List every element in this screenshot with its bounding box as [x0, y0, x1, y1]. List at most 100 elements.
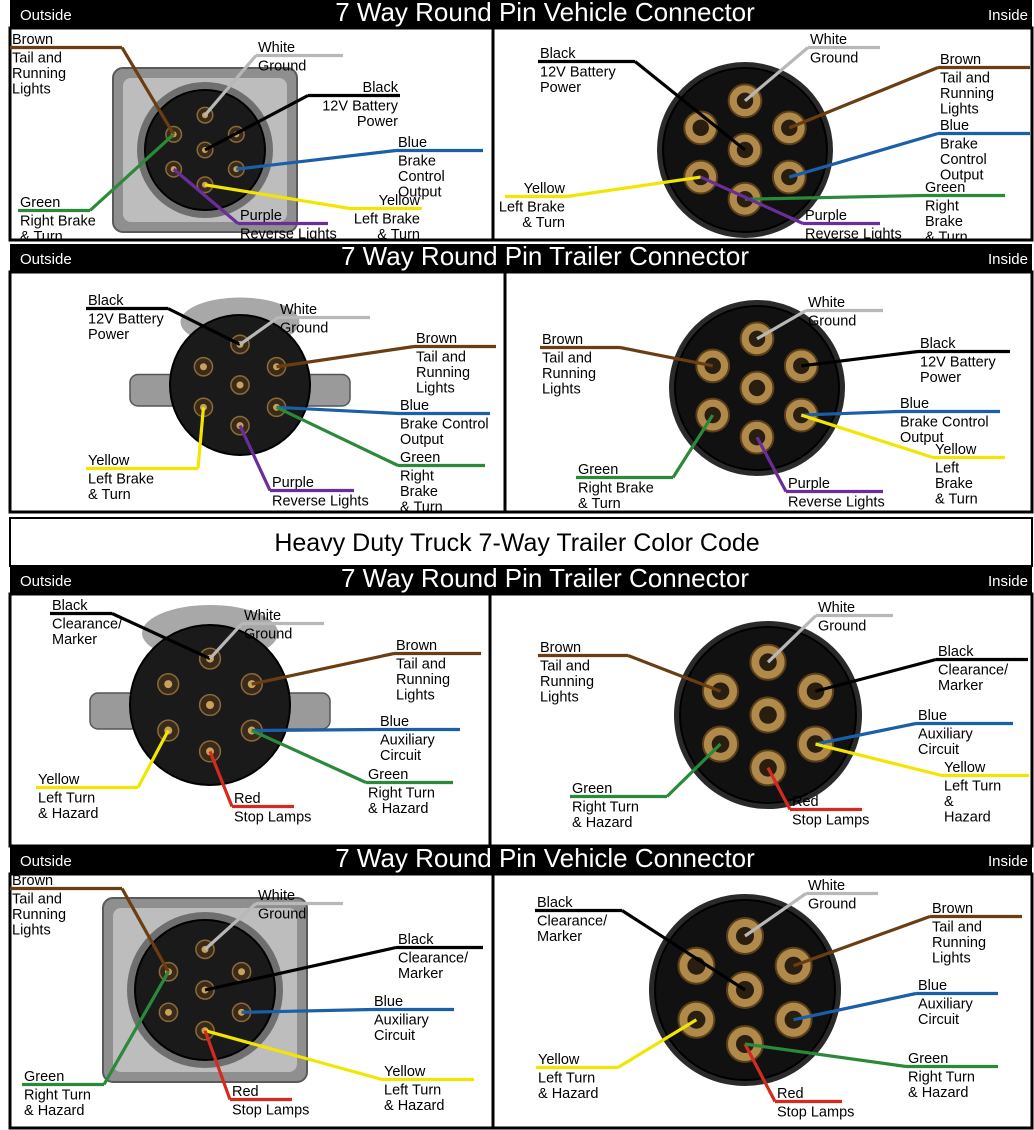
- header-title: 7 Way Round Pin Trailer Connector: [341, 563, 749, 593]
- wire-line: [617, 1018, 698, 1069]
- wire-color-name: Yellow: [935, 442, 977, 458]
- wire-color-name: Black: [540, 46, 576, 62]
- wire-line: [756, 309, 807, 341]
- header-outside-label: Outside: [20, 573, 72, 590]
- wire-function-text: Right Turn: [572, 800, 639, 816]
- wire-function-text: Stop Lamps: [792, 813, 869, 829]
- wire-function-text: Tail and: [932, 920, 982, 936]
- connector-section: Outside 7 Way Round Pin Trailer Connector…: [8, 241, 1034, 516]
- wire-line: [801, 409, 899, 417]
- wire-function-text: Tail and: [396, 657, 446, 673]
- wire-function-text: & Turn: [20, 229, 63, 245]
- wire-function-text: Power: [920, 370, 961, 386]
- wire-line: [167, 307, 241, 346]
- wire-color-name: Blue: [918, 978, 947, 994]
- wire-color-name: Yellow: [524, 181, 566, 197]
- wire-function-text: & Turn: [377, 227, 420, 243]
- wire-function-text: Left Brake: [354, 212, 420, 228]
- wire-function-text: & Turn: [578, 496, 621, 512]
- wire-function-text: 12V Battery: [920, 355, 997, 371]
- wire-color-name: Brown: [12, 32, 53, 48]
- wire-line: [801, 349, 919, 368]
- wire-function-text: Reverse Lights: [788, 495, 885, 511]
- wire-color-name: Brown: [396, 638, 437, 654]
- wire-line: [236, 148, 397, 171]
- wire-function-text: Tail and: [940, 71, 990, 87]
- heavy-duty-heading-band: Heavy Duty Truck 7-Way Trailer Color Cod…: [9, 517, 1033, 567]
- section-frame: [8, 270, 1034, 514]
- wire-line: [251, 729, 367, 784]
- wire-function-text: Ground: [258, 59, 306, 75]
- wire-function-text: Brake: [935, 476, 973, 492]
- wire-line: [566, 175, 701, 199]
- wire-line: [204, 94, 309, 152]
- wire-function-text: Left: [935, 461, 959, 477]
- wire-function-text: Left Turn: [384, 1083, 441, 1099]
- wire-color-name: Purple: [788, 476, 830, 492]
- wire-function-text: Running: [12, 66, 66, 82]
- wire-line: [744, 892, 807, 938]
- wire-function-text: & Hazard: [368, 801, 428, 817]
- wire-function-text: 12V Battery: [322, 99, 399, 115]
- wire-line: [238, 424, 272, 492]
- wire-color-name: Green: [24, 1069, 64, 1085]
- wire-line: [815, 657, 937, 693]
- wire-line: [203, 902, 258, 951]
- wire-line: [251, 651, 395, 686]
- header-inside-label: Inside: [988, 853, 1028, 870]
- wire-function-text: Auxiliary: [918, 997, 974, 1013]
- wire-function-text: Reverse Lights: [240, 227, 337, 243]
- wire-line: [743, 46, 810, 103]
- wire-color-name: White: [808, 878, 845, 894]
- wire-line: [276, 405, 399, 416]
- wire-function-text: Auxiliary: [918, 727, 974, 743]
- wire-line: [120, 46, 176, 136]
- wire-function-text: Output: [400, 432, 444, 448]
- wire-function-text: Lights: [540, 690, 579, 706]
- wire-function-text: Ground: [258, 907, 306, 923]
- wire-color-name: Brown: [540, 640, 581, 656]
- wire-color-name: Yellow: [538, 1052, 580, 1068]
- wire-line: [120, 887, 170, 973]
- header-outside-label: Outside: [20, 251, 72, 268]
- wire-color-name: Yellow: [88, 453, 130, 469]
- wire-line: [102, 970, 170, 1086]
- wire-function-text: Power: [88, 327, 129, 343]
- wire-color-name: Purple: [272, 475, 314, 491]
- wire-function-text: Brake Control: [400, 417, 489, 433]
- wire-function-text: &: [944, 794, 954, 810]
- header-title: 7 Way Round Pin Trailer Connector: [341, 241, 749, 271]
- wire-color-name: Green: [572, 781, 612, 797]
- wire-color-name: Blue: [380, 714, 409, 730]
- wire-color-name: Blue: [398, 135, 427, 151]
- wire-function-text: & Hazard: [538, 1086, 598, 1102]
- wire-function-text: Circuit: [918, 742, 959, 758]
- wire-line: [800, 413, 934, 460]
- wire-function-text: Tail and: [12, 51, 62, 67]
- wire-line: [276, 344, 415, 369]
